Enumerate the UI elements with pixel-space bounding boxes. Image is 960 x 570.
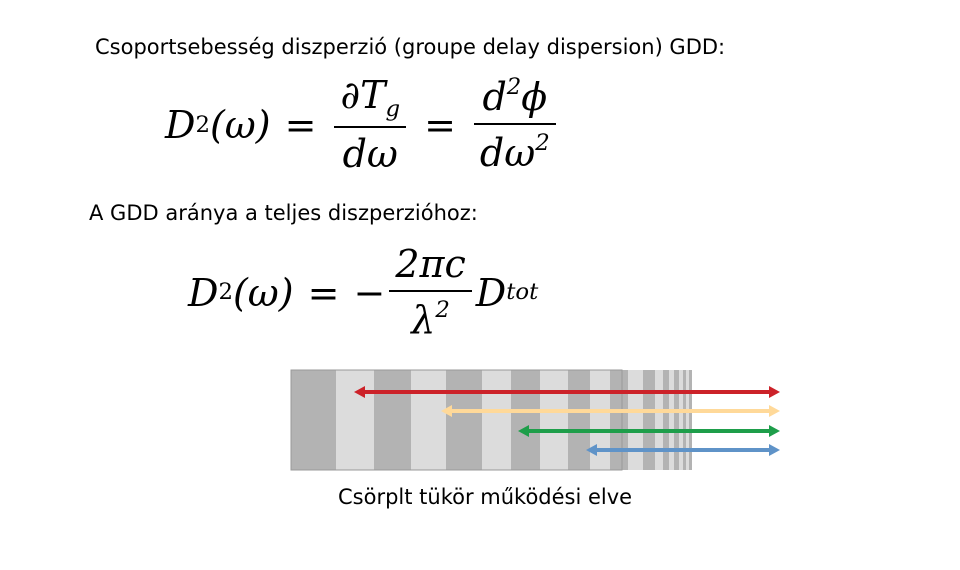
mirror-layer [411,370,446,470]
formula1-lhs-sub: 2 [195,111,210,138]
formula1-frac1-denominator: dω [342,131,398,176]
blue-arrow-head-right [769,444,780,456]
blue-arrow-head-left [586,444,597,456]
formula2-frac-denominator: λ2 [405,296,456,342]
green-arrow-head-left [518,425,529,437]
chirped-mirror-diagram [290,369,780,471]
mirror-outline [290,369,623,471]
formula1-frac1-numerator: ∂Tg [334,72,406,122]
formula2-minus: − [353,270,386,315]
yellow-arrow-head-left [441,405,452,417]
red-arrow-head-left [354,386,365,398]
formula1-frac2-num-phi: ϕ [521,75,548,120]
formula1-frac1-bar [334,125,407,128]
formula2-frac-den-text: λ [411,297,436,342]
formula2-lhs-arg: (ω) [232,270,294,315]
formula1-lhs-arg: (ω) [209,103,271,147]
formula1-frac1-num-text: ∂T [340,72,386,117]
yellow-arrow-head-right [769,405,780,417]
mirror-layer [643,370,655,470]
mirror-layer [655,370,663,470]
mirror-layers [290,369,692,471]
ratio-heading: A GDD aránya a teljes diszperzióhoz: [89,201,478,225]
mirror-layer [291,370,336,470]
formula1-frac2-den-text: dω [479,130,536,175]
formula1-equals-1: = [284,103,317,147]
formula1-frac1-num-sub: g [385,95,401,122]
mirror-layer [686,370,689,470]
mirror-layer [540,370,568,470]
mirror-layer [374,370,411,470]
mirror-layer [628,370,643,470]
mirror-layer [683,370,686,470]
mirror-layer [610,370,628,470]
mirror-layer [590,370,610,470]
reflection-arrows [354,386,780,456]
formula2-fraction: 2πc λ2 [389,241,472,342]
yellow-arrow [441,405,780,417]
mirror-layer [674,370,679,470]
formula1-fraction-1: ∂Tg dω [334,72,407,176]
formula1-frac2-numerator: d2ϕ [476,75,553,119]
formula1-equals-2: = [424,103,456,147]
mirror-layer [446,370,482,470]
mirror-layer [336,370,374,470]
formula1-frac2-num-d: d [482,75,507,120]
gdd-heading: Csoportsebesség diszperzió (groupe delay… [95,35,726,59]
formula2-lhs-sub: 2 [218,279,233,306]
formula2-rhs-symbol: D [475,270,507,315]
formula1-frac2-num-sup: 2 [506,74,522,101]
mirror-layer [679,370,683,470]
green-arrow [518,425,780,437]
formula1-frac2-bar [473,123,556,125]
formula2-frac-numerator: 2πc [395,241,466,286]
mirror-layer [482,370,511,470]
formula2-rhs-sub: tot [506,279,539,306]
red-arrow [354,386,780,398]
diagram-caption: Csörplt tükör működési elve [338,485,633,509]
formula2-frac-den-sup: 2 [435,296,450,323]
formula1-frac2-den-sup: 2 [535,130,550,156]
mirror-layer [689,370,692,470]
formula2-frac-bar [389,289,472,292]
red-arrow-head-right [769,386,780,398]
mirror-layer [568,370,590,470]
formula2-equals: = [307,270,340,315]
green-arrow-head-right [769,425,780,437]
formula1-lhs-symbol: D [165,103,196,147]
mirror-layer [511,370,540,470]
blue-arrow [586,444,780,456]
formula2-lhs-symbol: D [188,270,219,315]
formula1-fraction-2: d2ϕ dω2 [473,75,556,175]
mirror-layer [669,370,674,470]
mirror-layer [663,370,669,470]
formula1-frac2-denominator: dω2 [474,130,556,175]
